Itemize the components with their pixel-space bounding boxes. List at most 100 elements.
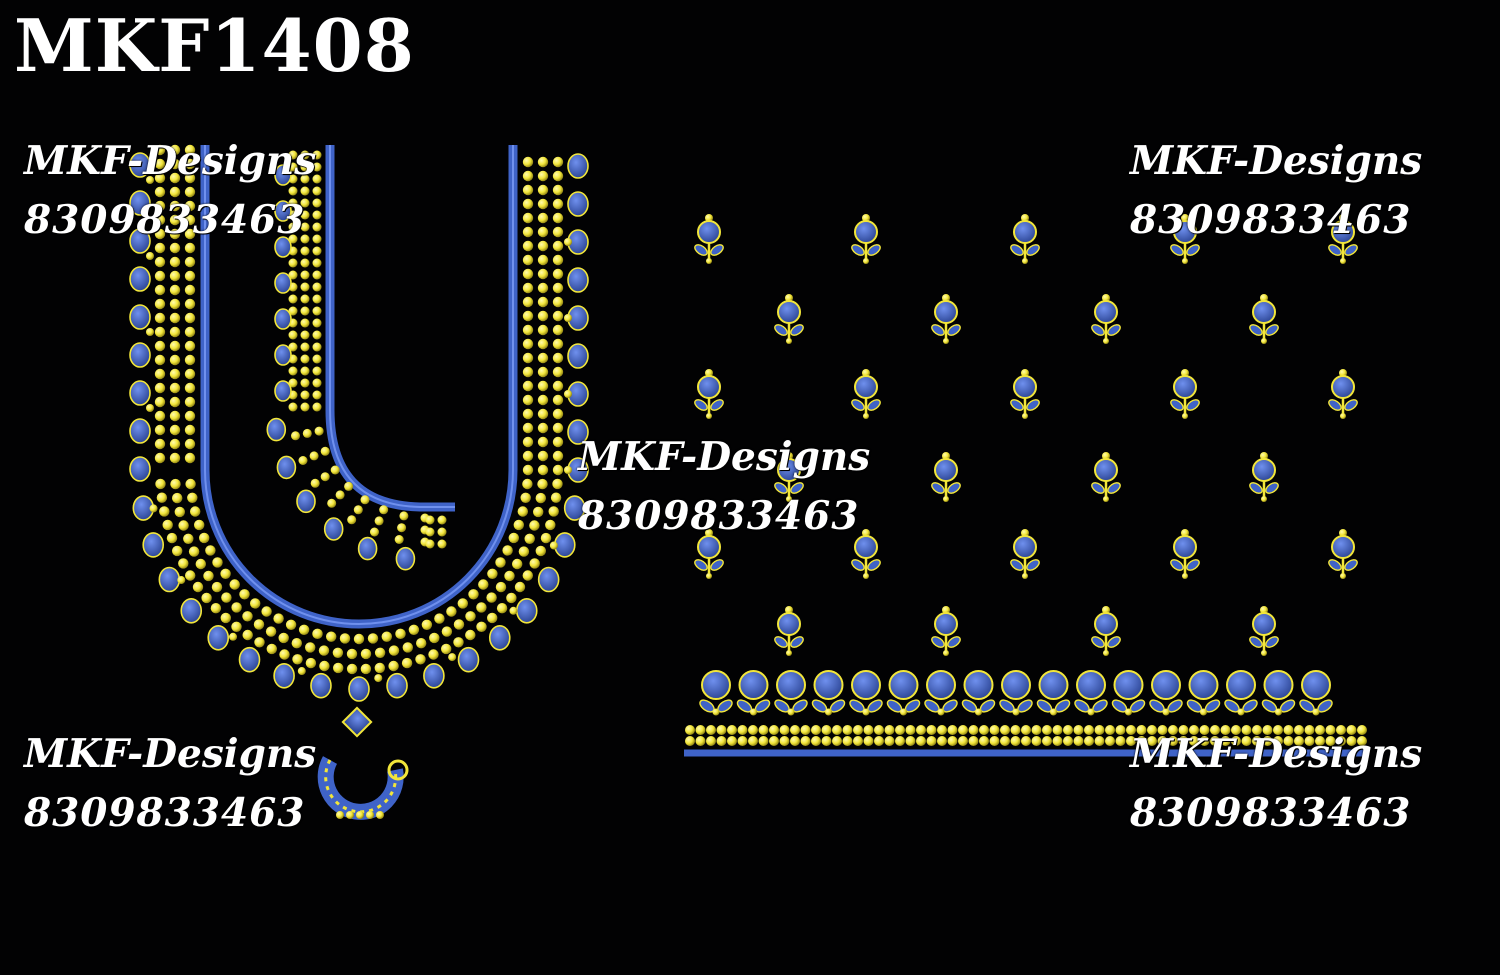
- flower-bud-icon: [851, 214, 881, 264]
- watermark-brand: MKF-Designs: [24, 731, 317, 777]
- gold-bead: [549, 541, 558, 550]
- gold-bead: [522, 422, 534, 434]
- gold-bead: [522, 324, 534, 336]
- gold-bead: [184, 144, 196, 156]
- gold-bead: [300, 150, 310, 160]
- gold-bead: [184, 214, 196, 226]
- gold-bead: [1052, 736, 1063, 746]
- gold-bead: [537, 268, 549, 280]
- gold-bead: [552, 450, 564, 462]
- gold-bead: [905, 725, 916, 735]
- gold-bead: [231, 602, 242, 613]
- gold-bead: [374, 662, 385, 674]
- gold-bead: [185, 478, 196, 490]
- gold-bead: [552, 478, 563, 490]
- gold-bead: [453, 637, 464, 648]
- gold-bead: [169, 340, 181, 352]
- bud-base: [1182, 573, 1188, 579]
- bud-leaf: [1186, 244, 1200, 256]
- gold-bead: [356, 811, 364, 819]
- gold-bead: [154, 354, 166, 366]
- gold-bead: [533, 506, 544, 518]
- gold-bead: [312, 162, 322, 172]
- gold-bead: [552, 394, 564, 406]
- gold-bead: [1021, 725, 1031, 735]
- gold-bead: [312, 270, 322, 280]
- gold-bead: [552, 352, 564, 364]
- gold-bead: [522, 184, 534, 196]
- gold-bead: [300, 330, 310, 340]
- bud-base: [1340, 258, 1346, 264]
- gold-bead: [1304, 725, 1315, 735]
- bud-leaf: [774, 324, 788, 336]
- gold-bead: [320, 472, 330, 482]
- gold-bead: [169, 186, 181, 198]
- gold-bead: [336, 811, 344, 819]
- bud-base: [712, 708, 720, 716]
- bud-leaf: [694, 399, 708, 411]
- gold-bead: [220, 568, 231, 579]
- gold-bead: [727, 725, 737, 735]
- flower-bud-icon: [886, 670, 921, 716]
- flower-bud-icon: [694, 529, 724, 579]
- gold-bead: [205, 545, 216, 556]
- bud-leaf: [790, 636, 804, 648]
- gold-bead: [548, 506, 559, 517]
- gold-bead: [184, 256, 196, 268]
- gold-bead: [564, 466, 572, 474]
- gold-bead: [552, 226, 564, 238]
- gold-bead: [1220, 736, 1231, 746]
- flower-bud-icon: [851, 529, 881, 579]
- bud-leaf: [790, 482, 804, 494]
- gold-bead: [169, 452, 181, 464]
- gold-bead: [231, 621, 242, 632]
- gold-bead: [154, 410, 166, 422]
- flower-bud-icon: [694, 214, 724, 264]
- gold-bead: [288, 270, 298, 280]
- flower-bud-icon: [1249, 606, 1279, 656]
- blue-stone: [563, 495, 586, 521]
- gold-bead: [288, 366, 298, 376]
- bud-tip: [1260, 606, 1268, 614]
- bud-tip: [705, 214, 713, 222]
- gold-bead: [312, 186, 322, 196]
- gold-bead: [1136, 736, 1147, 746]
- gold-bead: [1000, 725, 1010, 735]
- bud-leaf: [1344, 399, 1358, 411]
- gold-bead: [300, 306, 310, 316]
- gold-bead: [1178, 725, 1189, 735]
- gold-bead: [514, 581, 526, 593]
- blue-stone: [357, 536, 378, 561]
- gold-bead: [1241, 736, 1252, 746]
- bud-base: [787, 708, 795, 716]
- blue-stone: [274, 164, 292, 186]
- gold-bead: [552, 198, 564, 210]
- gold-bead: [184, 270, 196, 282]
- gold-bead: [1042, 736, 1052, 746]
- bud-base: [1340, 413, 1346, 419]
- gold-bead: [495, 581, 507, 593]
- gold-bead: [926, 725, 937, 735]
- watermark-phone: 8309833463: [24, 197, 306, 243]
- gold-bead: [522, 464, 534, 476]
- blue-stone: [129, 152, 151, 178]
- gold-bead: [154, 396, 166, 408]
- gold-bead: [874, 736, 884, 746]
- gold-bead: [522, 436, 534, 448]
- bud-head: [1094, 458, 1118, 482]
- blue-stone: [274, 236, 292, 258]
- bud-head: [851, 670, 881, 700]
- gold-bead: [1210, 736, 1220, 746]
- bud-tip: [862, 369, 870, 377]
- gold-bead: [184, 354, 196, 366]
- bud-base: [1275, 708, 1282, 716]
- gold-bead: [552, 282, 564, 294]
- gold-bead: [154, 242, 166, 254]
- gold-bead: [437, 527, 447, 537]
- blue-stone: [142, 532, 165, 558]
- flower-bud-icon: [774, 606, 804, 656]
- gold-bead: [169, 326, 181, 338]
- bud-leaf: [1186, 399, 1200, 411]
- gold-bead: [332, 647, 344, 658]
- gold-bead: [1357, 736, 1367, 746]
